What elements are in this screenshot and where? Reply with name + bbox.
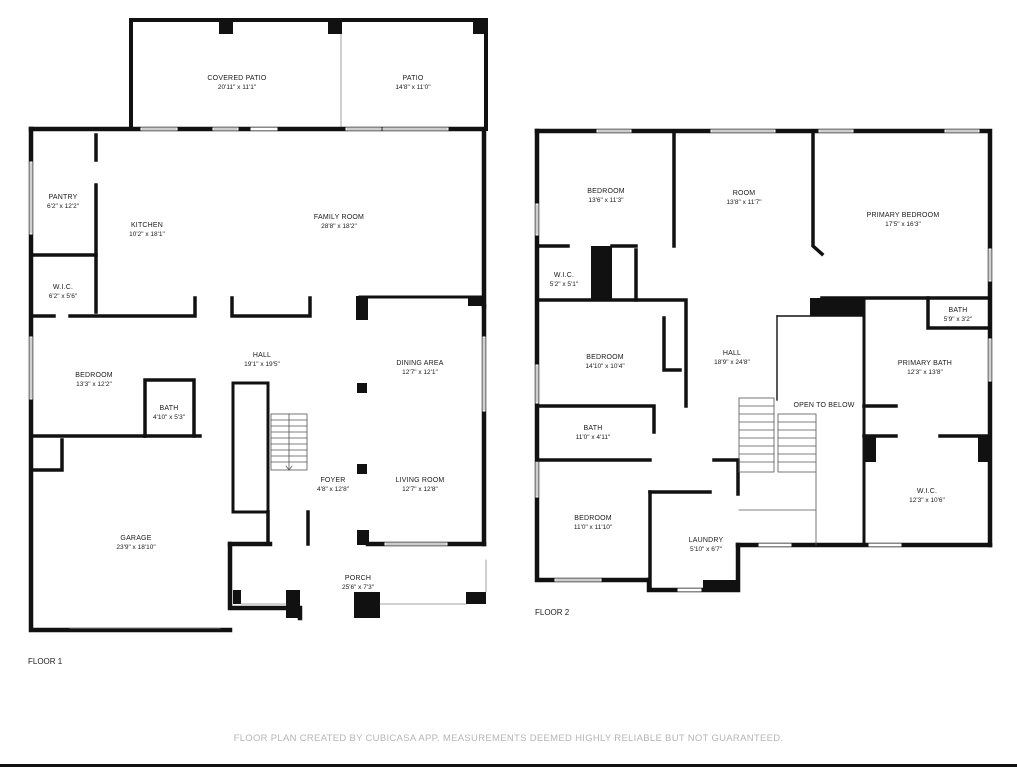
room-dimensions: 17'5" x 16'3" [885,221,921,228]
floor-2-label: FLOOR 2 [535,608,570,617]
room-name: KITCHEN [131,222,163,229]
floor-1-columns [233,296,486,618]
room-dimensions: 28'8" x 18'2" [321,223,357,230]
room-name: ROOM [733,190,756,197]
floor-1-stairs [270,413,308,471]
room-name: LAUNDRY [689,537,724,544]
room-name: HALL [723,350,741,357]
disclaimer-footer: FLOOR PLAN CREATED BY CUBICASA APP. MEAS… [233,733,784,744]
room-name: PATIO [403,75,424,82]
room-dimensions: 12'7" x 12'1" [402,369,438,376]
room-name: BEDROOM [587,188,625,195]
room-name: PRIMARY BATH [898,360,952,367]
room-name: GARAGE [120,535,151,542]
room-dimensions: 5'2" x 5'1" [550,281,579,288]
room-name: PRIMARY BEDROOM [867,212,940,219]
room-name: PORCH [345,575,371,582]
room-name: BATH [584,425,603,432]
room-dimensions: 14'10" x 10'4" [585,363,625,370]
room-dimensions: 14'8" x 11'0" [395,84,431,91]
room-dimensions: 5'9" x 3'2" [944,316,973,323]
floor-1-patio-outline [129,18,488,131]
room-dimensions: 13'6" x 11'3" [588,197,624,204]
room-name: LIVING ROOM [396,477,445,484]
room-name: FAMILY ROOM [314,214,364,221]
room-name: BATH [160,405,179,412]
room-dimensions: 23'9" x 18'10" [116,544,156,551]
floor-1-window-lines [30,128,485,545]
floor-1-label: FLOOR 1 [28,657,63,666]
room-name: W.I.C. [554,272,574,279]
floor-1-interior-walls [29,133,486,546]
floor-1-porch-outline [240,559,487,605]
room-name: PANTRY [49,194,78,201]
room-dimensions: 12'3" x 10'6" [909,497,945,504]
room-dimensions: 4'8" x 12'8" [317,486,350,493]
room-name: W.I.C. [53,284,73,291]
room-dimensions: 10'2" x 18'1" [129,231,165,238]
room-name: BEDROOM [586,354,624,361]
room-dimensions: 12'3" x 13'8" [907,369,943,376]
room-name: W.I.C. [917,488,937,495]
room-name: FOYER [320,477,345,484]
floor-1 [28,18,488,633]
floor-2-window-lines [536,130,991,581]
room-name: HALL [253,352,271,359]
room-dimensions: 11'0" x 4'11" [576,434,611,441]
room-name: DINING AREA [396,360,443,367]
room-dimensions: 13'8" x 11'7" [726,199,762,206]
room-dimensions: 4'10" x 5'3" [153,414,186,421]
bottom-rule [0,764,1017,767]
room-name: BEDROOM [75,372,113,379]
floor-1-exterior-walls [28,126,487,633]
floor-2-columns [591,246,990,590]
room-name: OPEN TO BELOW [793,402,854,409]
room-dimensions: 18'9" x 24'8" [714,359,750,366]
room-dimensions: 25'6" x 7'3" [342,584,375,591]
floor-2-interior-walls [535,129,992,592]
room-name: COVERED PATIO [207,75,266,82]
room-dimensions: 13'3" x 12'2" [76,381,112,388]
room-name: BATH [949,307,968,314]
room-dimensions: 20'11" x 11'1" [218,84,257,91]
floor-2-stairs [738,397,817,546]
room-dimensions: 19'1" x 19'5" [244,361,280,368]
room-labels: COVERED PATIO 20'11" x 11'1" PATIO 14'8"… [28,75,973,666]
floor-2 [534,128,993,593]
room-dimensions: 6'2" x 12'2" [47,203,80,210]
room-dimensions: 11'0" x 11'10" [574,524,613,531]
room-dimensions: 12'7" x 12'8" [402,486,438,493]
room-dimensions: 5'10" x 6'7" [690,546,723,553]
room-name: BEDROOM [574,515,612,522]
room-dimensions: 6'2" x 5'6" [49,293,78,300]
